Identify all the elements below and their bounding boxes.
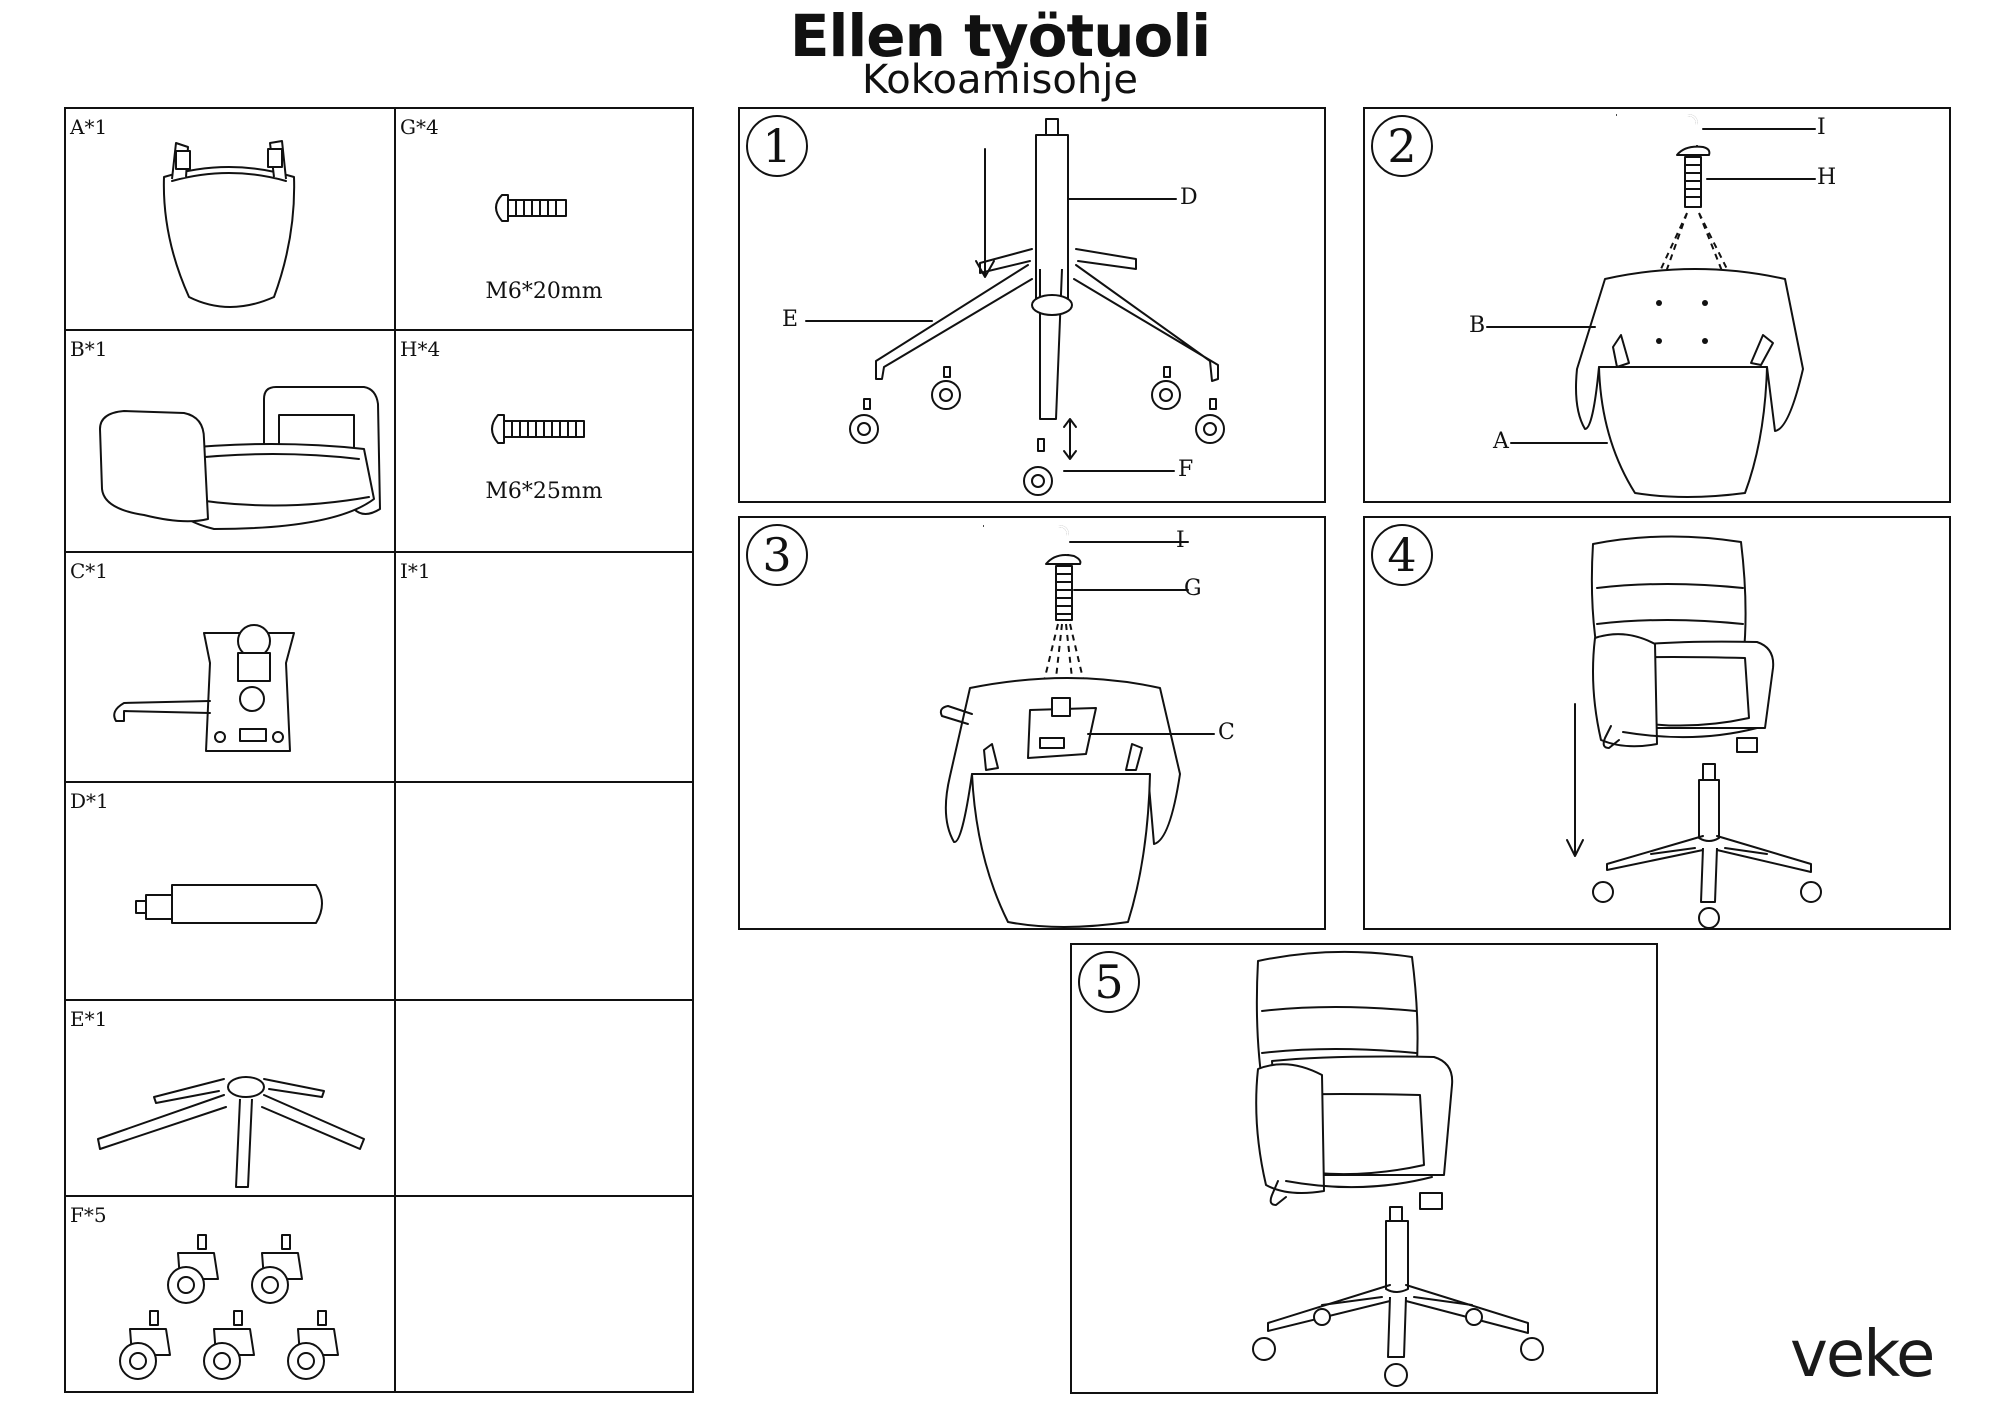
grid-divider-row1 [64,329,694,331]
step-4-panel: 4 [1363,516,1951,930]
part-label-h: H*4 [400,337,441,361]
step-5-panel: 5 [1070,943,1658,1394]
grid-divider-row2 [64,551,694,553]
step-4-illustration [1566,535,1822,929]
step-3-callout-c: C [1218,720,1235,745]
step-3-illustration [939,525,1215,928]
part-cell-e: E*1 [64,999,394,1195]
step-1-panel: 1 D E F [738,107,1326,503]
veke-logo: veke [1790,1318,1935,1392]
grid-border-left [64,107,66,1393]
seat-back-illustration [162,140,296,308]
step-1-illustration [805,118,1225,496]
part-cell-h: H*4 M6*25mm [394,329,694,551]
step-3-number: 3 [746,524,808,586]
document-subtitle: Kokoamisohje [862,57,1138,103]
grid-border-bottom [64,1391,694,1393]
step-1-callout-f: F [1178,457,1194,482]
part-label-a: A*1 [70,115,108,139]
part-cell-g: G*4 M6*20mm [394,107,694,329]
part-label-e: E*1 [70,1007,108,1031]
part-label-g: G*4 [400,115,439,139]
part-label-f: F*5 [70,1203,107,1227]
grid-divider-vertical [394,107,396,1393]
step-5-number: 5 [1078,951,1140,1013]
step-2-callout-h: H [1817,165,1837,190]
seat-mechanism-illustration [113,624,295,752]
part-spec-g: M6*20mm [485,279,603,304]
part-cell-empty-1 [394,781,694,999]
step-2-illustration [1486,114,1816,498]
step-4-number: 4 [1371,524,1433,586]
step-5-illustration [1252,950,1544,1387]
grid-border-top [64,107,694,109]
grid-divider-row4 [64,999,694,1001]
part-label-i: I*1 [400,559,431,583]
parts-list-table: A*1 G*4 M6*20mm B*1 H*4 [64,107,694,1393]
grid-border-right [692,107,694,1393]
step-2-callout-a: A [1493,429,1509,454]
part-spec-h: M6*25mm [485,479,603,504]
part-cell-d: D*1 [64,781,394,999]
step-3-callout-g: G [1184,576,1202,601]
step-2-callout-b: B [1469,313,1486,338]
part-label-d: D*1 [70,789,109,813]
part-cell-a: A*1 [64,107,394,329]
step-3-panel: 3 I G C [738,516,1326,930]
grid-divider-row3 [64,781,694,783]
step-1-callout-d: D [1180,185,1198,210]
part-cell-f: F*5 [64,1195,394,1391]
part-cell-empty-2 [394,999,694,1195]
allen-key-illustration [472,635,636,701]
part-cell-c: C*1 [64,551,394,781]
step-1-callout-e: E [782,307,799,332]
part-cell-b: B*1 [64,329,394,551]
gas-lift-illustration [135,884,323,924]
grid-divider-row5 [64,1195,694,1197]
step-3-callout-i: I [1176,528,1185,553]
seat-with-armrests-illustration [99,386,381,530]
part-label-b: B*1 [70,337,108,361]
bolt-m6x20-illustration [495,194,567,222]
star-base-illustration [97,1076,365,1188]
part-cell-i: I*1 [394,551,694,781]
document-title: Ellen työtuoli [789,2,1211,70]
step-2-number: 2 [1371,115,1433,177]
casters-illustration [119,1234,339,1380]
part-cell-empty-3 [394,1195,694,1391]
step-1-number: 1 [746,115,808,177]
step-2-panel: 2 I H B A [1363,107,1951,503]
bolt-m6x25-illustration [491,414,585,444]
step-2-callout-i: I [1817,115,1826,140]
part-label-c: C*1 [70,559,109,583]
